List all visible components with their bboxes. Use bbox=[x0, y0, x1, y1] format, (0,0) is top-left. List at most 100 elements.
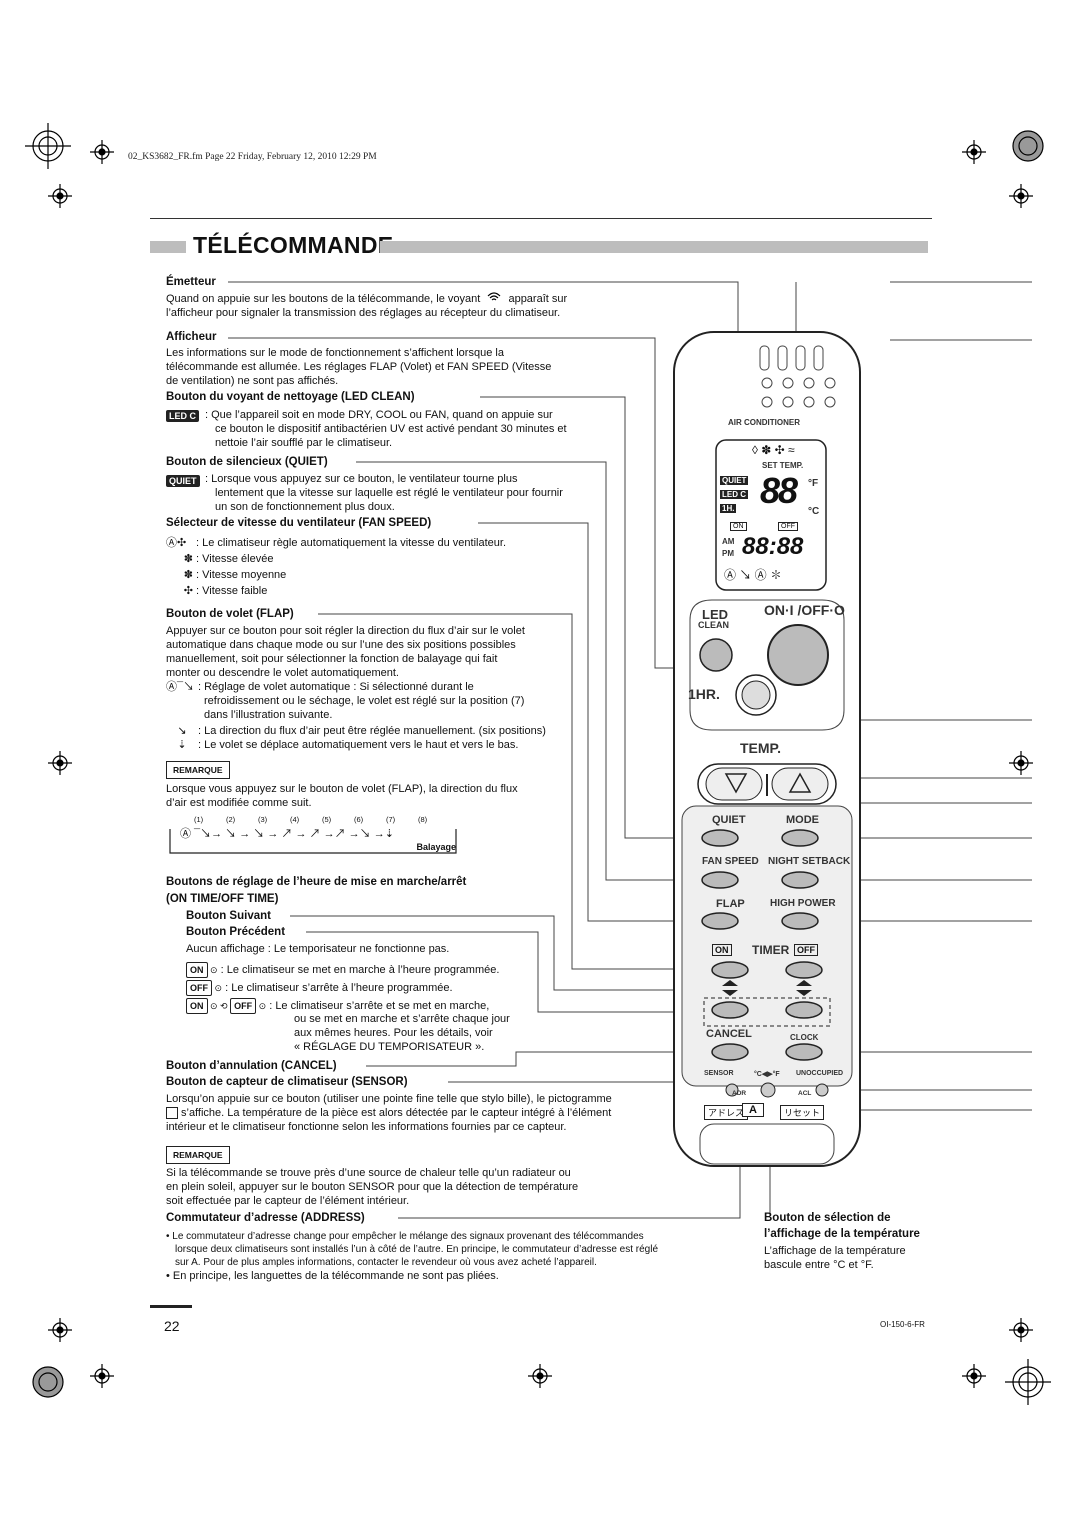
remote-sensor-label: SENSOR bbox=[704, 1070, 734, 1077]
footer-rule bbox=[150, 1305, 192, 1308]
remarque-2-text: Si la télécommande se trouve près d’une … bbox=[166, 1166, 666, 1208]
timer-both-text-3: aux mêmes heures. Pour les détails, voir bbox=[294, 1027, 493, 1039]
emetteur-text-1: Quand on appuie sur les boutons de la té… bbox=[166, 293, 481, 305]
remote-cf-label: °C◀▶°F bbox=[754, 1071, 780, 1078]
timer-both-text-4: « RÉGLAGE DU TEMPORISATEUR ». bbox=[294, 1041, 485, 1053]
remote-control: AIR CONDITIONER ◊ ✽ ✣ ≈ SET TEMP. QUIET … bbox=[672, 330, 862, 1170]
quiet-text: : Lorsque vous appuyez sur ce bouton, le… bbox=[205, 472, 625, 514]
on-off-button[interactable] bbox=[768, 625, 828, 685]
temp-select-text: L’affichage de la température bascule en… bbox=[764, 1244, 906, 1272]
remarque-2-text-3: soit effectuée par le capteur de l’éléme… bbox=[166, 1195, 410, 1207]
page-title: TÉLÉCOMMANDE bbox=[193, 232, 394, 258]
cancel-heading: Bouton d’annulation (CANCEL) bbox=[166, 1060, 337, 1072]
emetteur-text: Quand on appuie sur les boutons de la té… bbox=[166, 292, 567, 320]
clock-button[interactable] bbox=[786, 1044, 822, 1060]
lcd-celsius: °C bbox=[808, 506, 820, 517]
timer-both-text-1: : Le climatiseur s’arrête et se met en m… bbox=[269, 1000, 490, 1012]
remote-timer-off-label: OFF bbox=[794, 944, 818, 956]
lcd-off: OFF bbox=[778, 522, 798, 531]
timer-next-button[interactable] bbox=[786, 1002, 822, 1018]
timer-both-more: ou se met en marche et s’arrête chaque j… bbox=[294, 1012, 510, 1054]
afficheur-text: Les informations sur le mode de fonction… bbox=[166, 346, 626, 388]
timer-both-text-2: ou se met en marche et s’arrête chaque j… bbox=[294, 1013, 510, 1025]
quiet-text-2: lentement que la vitesse sur laquelle es… bbox=[215, 487, 563, 499]
temp-select-text-1: L’affichage de la température bbox=[764, 1245, 906, 1257]
timer-heading-2: (ON TIME/OFF TIME) bbox=[166, 893, 279, 905]
lcd-time: 88:88 bbox=[742, 533, 804, 560]
remarque-2-label: REMARQUE bbox=[166, 1146, 230, 1164]
timer-off-badge: OFF bbox=[186, 980, 212, 996]
remote-adr-label: ADR bbox=[732, 1090, 747, 1097]
address-text: • Le commutateur d’adresse change pour e… bbox=[166, 1230, 746, 1283]
top-rule bbox=[150, 218, 932, 219]
seq-num-4: (4) bbox=[290, 815, 300, 824]
file-header: 02_KS3682_FR.fm Page 22 Friday, February… bbox=[128, 152, 377, 162]
address-switch[interactable]: A bbox=[742, 1103, 764, 1117]
lcd-ledc: LED C bbox=[720, 490, 748, 499]
remote-temp-label: TEMP. bbox=[740, 740, 781, 756]
fan-medium-text: : Vitesse moyenne bbox=[196, 569, 287, 581]
sensor-text-1: Lorsqu’on appuie sur ce bouton (utiliser… bbox=[166, 1093, 612, 1105]
temp-down-button[interactable] bbox=[706, 768, 762, 800]
fan-speed-heading: Sélecteur de vitesse du ventilateur (FAN… bbox=[166, 517, 432, 529]
fan-high-text: : Vitesse élevée bbox=[196, 553, 274, 565]
quiet-text-3: un son de fonctionnement plus doux. bbox=[215, 501, 395, 513]
address-bullet-1-2: lorsque deux climatiseurs sont installés… bbox=[175, 1244, 659, 1255]
timer-on-row: ON ⊙ : Le climatiseur se met en marche à… bbox=[186, 962, 499, 978]
temp-select-heading-1: Bouton de sélection de bbox=[764, 1212, 891, 1224]
lcd-set-temp: SET TEMP. bbox=[762, 461, 804, 470]
remote-timer-label: TIMER bbox=[752, 943, 790, 957]
led-clean-button[interactable] bbox=[702, 633, 732, 663]
quiet-text-1: : Lorsque vous appuyez sur ce bouton, le… bbox=[205, 473, 518, 485]
flap-auto-text-2: refroidissement ou le séchage, le volet … bbox=[204, 695, 525, 707]
timer-previous-button[interactable] bbox=[712, 1002, 748, 1018]
lcd-temp-digits: 88 bbox=[760, 470, 798, 511]
title-bar-left bbox=[150, 241, 186, 253]
one-hour-timer-button[interactable] bbox=[736, 675, 776, 715]
afficheur-text-1: Les informations sur le mode de fonction… bbox=[166, 347, 504, 359]
remote-night-setback-label: NIGHT SETBACK bbox=[768, 856, 851, 867]
fan-low-icon: ✣ bbox=[183, 585, 196, 597]
flap-button[interactable] bbox=[702, 913, 738, 929]
address-bullet-2: En principe, les languettes de la téléco… bbox=[172, 1270, 499, 1282]
temp-unit-button[interactable] bbox=[761, 1083, 775, 1097]
unoccupied-button[interactable] bbox=[816, 1084, 828, 1096]
emetteur-text-2: l’afficheur pour signaler la transmissio… bbox=[166, 307, 561, 319]
flap-heading: Bouton de volet (FLAP) bbox=[166, 608, 294, 620]
flap-text-2: automatique dans chaque mode ou sur l’un… bbox=[166, 639, 516, 651]
remote-flap-label: FLAP bbox=[716, 898, 745, 910]
lcd-1h: 1H. bbox=[720, 504, 737, 513]
high-power-button[interactable] bbox=[782, 913, 818, 929]
on-time-button[interactable] bbox=[712, 962, 748, 978]
remarque-2-text-1: Si la télécommande se trouve près d’une … bbox=[166, 1167, 571, 1179]
temp-up-button[interactable] bbox=[772, 768, 828, 800]
remote-acl-label: ACL bbox=[798, 1090, 812, 1097]
remote-clean-label: CLEAN bbox=[698, 620, 729, 630]
sensor-text-3: intérieur et le climatiseur fonctionne s… bbox=[166, 1121, 567, 1133]
seq-num-3: (3) bbox=[258, 815, 268, 824]
night-setback-button[interactable] bbox=[782, 872, 818, 888]
remote-body bbox=[673, 331, 861, 1167]
remote-fan-speed-label: FAN SPEED bbox=[702, 856, 759, 867]
emetteur-heading: Émetteur bbox=[166, 276, 216, 288]
quiet-button[interactable] bbox=[702, 830, 738, 846]
fan-speed-button[interactable] bbox=[702, 872, 738, 888]
off-time-button[interactable] bbox=[786, 962, 822, 978]
mode-button[interactable] bbox=[782, 830, 818, 846]
address-bullet-1-3: sur A. Pour de plus amples informations,… bbox=[175, 1257, 597, 1268]
cancel-button[interactable] bbox=[712, 1044, 748, 1060]
temp-select-text-2: bascule entre °C et °F. bbox=[764, 1259, 874, 1271]
lcd-on: ON bbox=[730, 522, 747, 531]
page-number: 22 bbox=[164, 1318, 180, 1334]
led-clean-text-3: nettoie l’air soufflé par le climatiseur… bbox=[215, 437, 393, 449]
timer-none: Aucun affichage : Le temporisateur ne fo… bbox=[186, 943, 450, 955]
doc-code: OI-150-6-FR bbox=[880, 1320, 925, 1329]
flap-swing-text: : Le volet se déplace automatiquement ve… bbox=[198, 739, 519, 751]
timer-heading-1: Boutons de réglage de l’heure de mise en… bbox=[166, 876, 467, 888]
flap-text-1: Appuyer sur ce bouton pour soit régler l… bbox=[166, 625, 525, 637]
lcd-am: AM bbox=[722, 537, 735, 546]
flap-text: Appuyer sur ce bouton pour soit régler l… bbox=[166, 624, 586, 680]
afficheur-text-2: télécommande est allumée. Les réglages F… bbox=[166, 361, 552, 373]
remote-onoff-label: ON·I /OFF·O bbox=[764, 602, 845, 618]
seq-num-8: (8) bbox=[418, 815, 428, 824]
